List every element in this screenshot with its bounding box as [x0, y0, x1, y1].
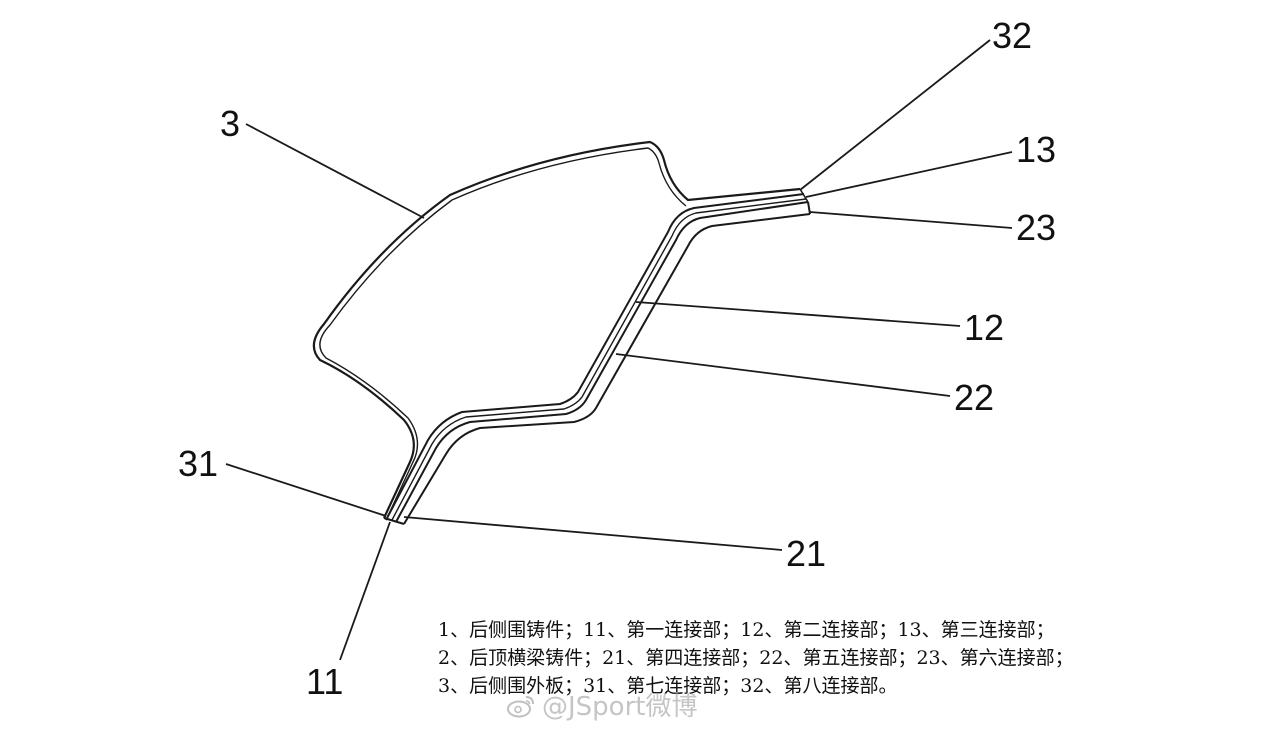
- side-casting-body: [385, 193, 805, 521]
- leader-3: [245, 123, 425, 219]
- legend-line-3: 3、后侧围外板；31、第七连接部；32、第八连接部。: [438, 675, 898, 697]
- side-casting-end-cap-top: [799, 188, 809, 203]
- leader-23: [809, 211, 1013, 229]
- callout-21: 21: [786, 533, 826, 574]
- weibo-icon: [506, 694, 536, 718]
- leader-22: [615, 353, 951, 397]
- legend-line-1: 1、后侧围铸件；11、第一连接部；12、第二连接部；13、第三连接部；: [438, 619, 1055, 641]
- side-casting-flange: [391, 198, 807, 521]
- leader-12: [635, 301, 961, 327]
- roof-beam-casting-bottom: [403, 213, 811, 525]
- leader-32: [799, 39, 991, 191]
- outer-panel-outline: [312, 140, 801, 519]
- leader-11: [339, 521, 391, 661]
- leader-31: [225, 463, 387, 517]
- roof-beam-end-cap-bottom: [383, 517, 405, 525]
- outer-panel-inner-edge: [319, 147, 687, 517]
- watermark: @JSport微博: [506, 686, 697, 723]
- callout-22: 22: [954, 377, 994, 418]
- callout-11: 11: [306, 661, 343, 702]
- watermark-text: @JSport微博: [542, 692, 698, 722]
- callout-12: 12: [964, 307, 1004, 348]
- leader-13: [805, 151, 1013, 198]
- callout-31: 31: [178, 443, 218, 484]
- callout-32: 32: [992, 15, 1032, 56]
- callout-13: 13: [1016, 129, 1056, 170]
- roof-beam-casting-top: [395, 201, 809, 523]
- callout-3: 3: [220, 103, 240, 144]
- roof-beam-end-cap-top: [807, 201, 811, 215]
- parts-legend: 1、后侧围铸件；11、第一连接部；12、第二连接部；13、第三连接部； 2、后顶…: [438, 616, 1074, 700]
- leader-21: [403, 516, 783, 551]
- callout-23: 23: [1016, 207, 1056, 248]
- legend-line-2: 2、后顶横梁铸件；21、第四连接部；22、第五连接部；23、第六连接部；: [438, 647, 1074, 669]
